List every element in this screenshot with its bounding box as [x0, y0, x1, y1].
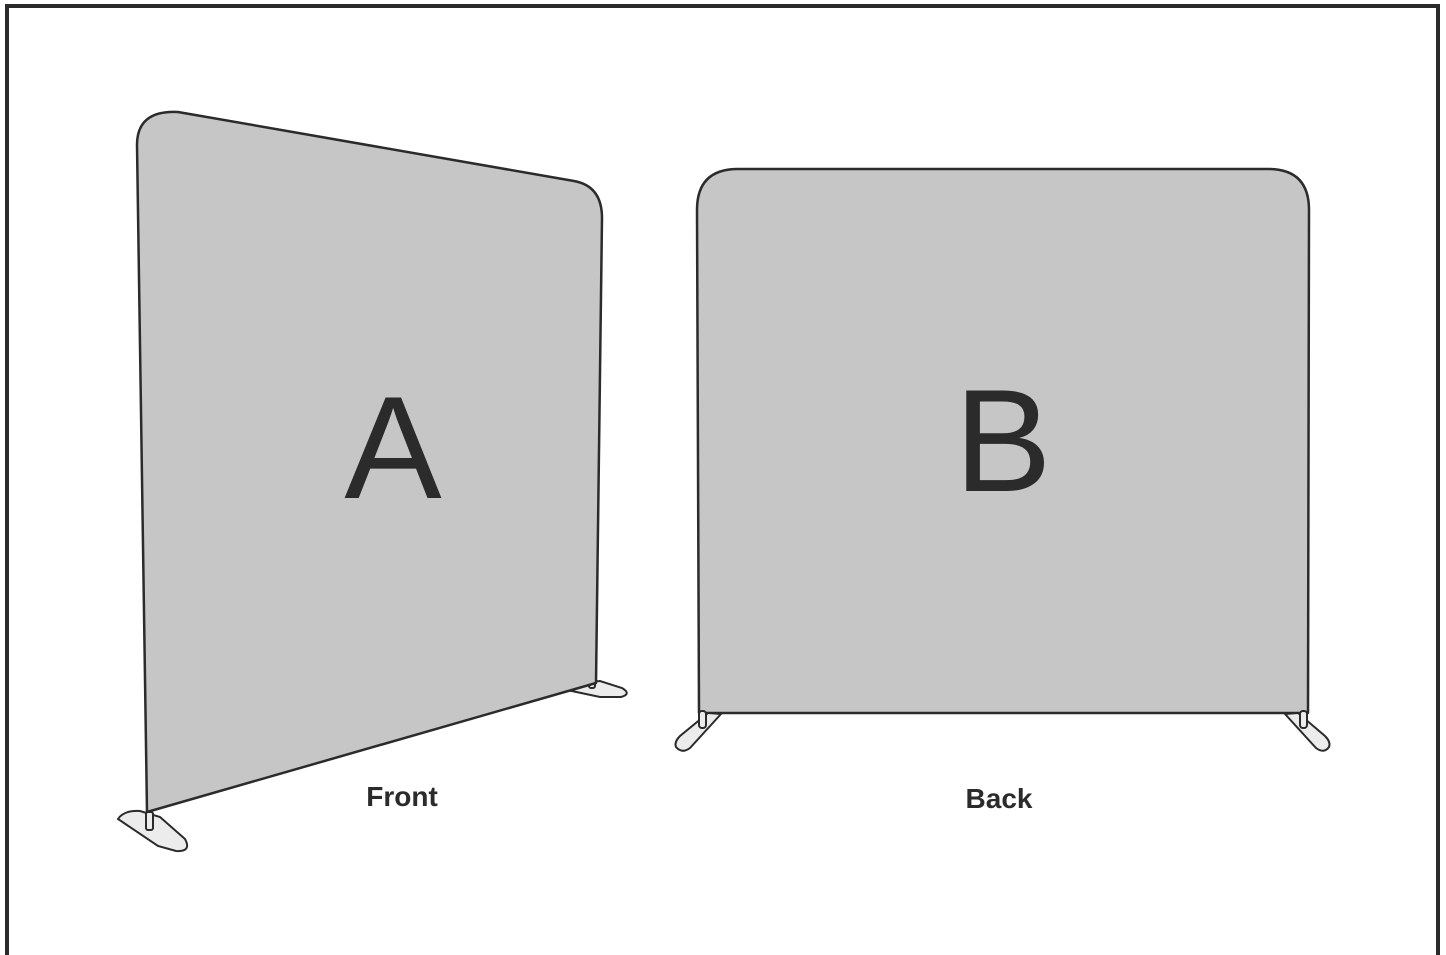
back-panel-letter: B [954, 359, 1051, 522]
front-panel-letter: A [344, 366, 442, 529]
front-backdrop: A Front [116, 110, 628, 853]
back-right-foot [1282, 711, 1331, 752]
front-caption: Front [366, 781, 438, 812]
front-fabric-panel [135, 110, 604, 814]
back-left-foot [674, 711, 724, 752]
back-caption: Back [966, 783, 1033, 814]
front-left-pole [145, 811, 154, 831]
front-left-foot [116, 809, 189, 853]
back-backdrop: B Back [674, 167, 1331, 814]
back-left-pole [698, 710, 707, 729]
outer-border [5, 4, 1440, 955]
back-fabric-panel [695, 167, 1311, 715]
back-right-pole [1299, 710, 1308, 729]
